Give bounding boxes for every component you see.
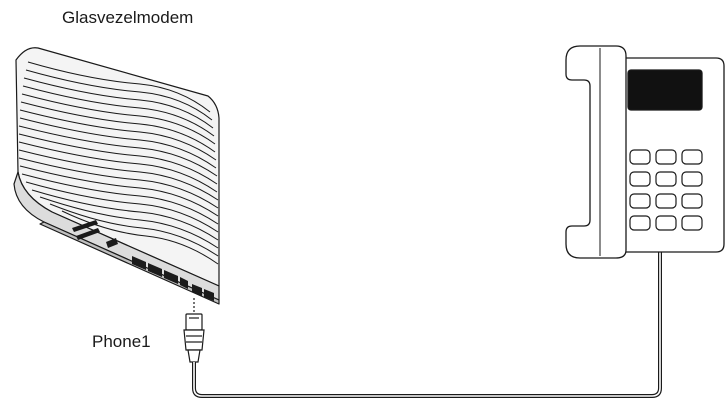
phone1-port-label: Phone1 [92, 332, 151, 351]
fiber-modem-icon [13, 47, 220, 305]
cable-icon [192, 252, 662, 398]
modem-label: Glasvezelmodem [62, 8, 194, 27]
telephone-icon [565, 45, 725, 259]
rj11-plug-icon [183, 313, 205, 363]
